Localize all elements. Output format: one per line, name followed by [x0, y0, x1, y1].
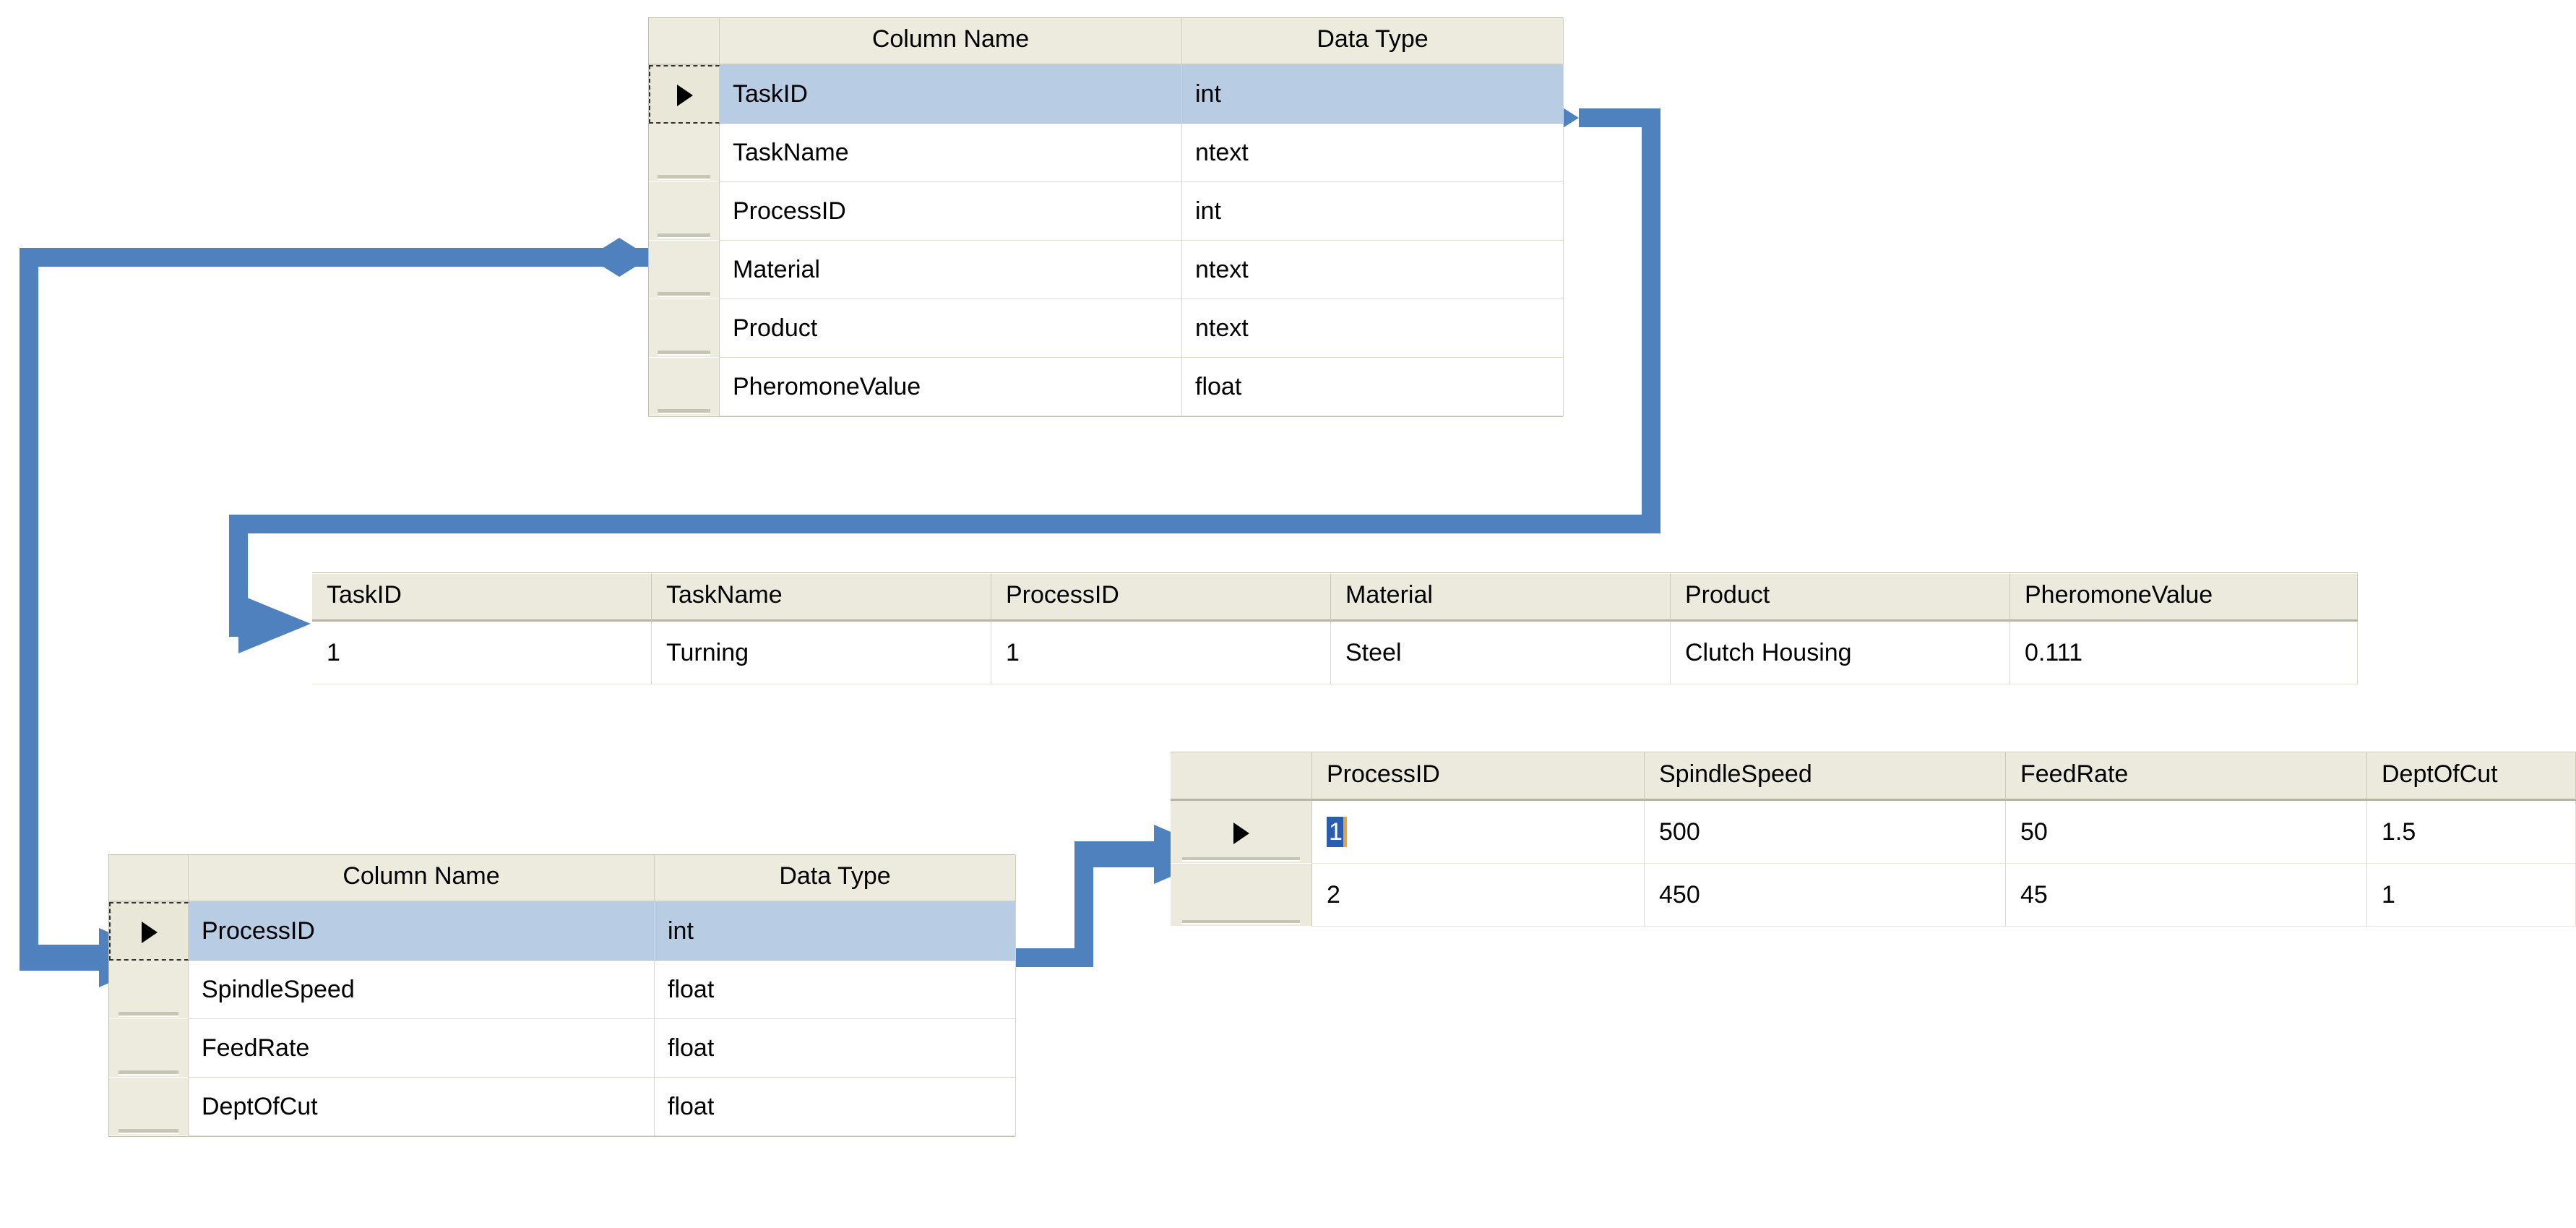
data-type-cell[interactable]: ntext [1182, 124, 1564, 182]
row-indicator-cell[interactable] [1171, 864, 1312, 927]
data-type-cell[interactable]: int [655, 902, 1016, 961]
row-indicator-cell[interactable] [109, 961, 189, 1019]
data-type-cell[interactable]: int [1182, 65, 1564, 124]
process-datagrid-header-spindlespeed[interactable]: SpindleSpeed [1645, 752, 2006, 801]
column-name-cell[interactable]: ProcessID [189, 902, 655, 961]
task-data-grid[interactable]: TaskID TaskName ProcessID Material Produ… [312, 572, 2358, 684]
cell-taskname[interactable]: Turning [652, 622, 991, 684]
row-indicator-cell[interactable] [649, 299, 720, 358]
cell-processid[interactable]: 1 [991, 622, 1331, 684]
table-row[interactable]: ProcessID int [649, 182, 1564, 241]
cell-product[interactable]: Clutch Housing [1671, 622, 2010, 684]
task-designer-header-row: Column Name Data Type [649, 18, 1564, 65]
process-designer-body: ProcessID int SpindleSpeed float FeedRat… [109, 902, 1016, 1136]
process-designer-column-name-header[interactable]: Column Name [189, 855, 655, 902]
data-type-cell[interactable]: ntext [1182, 241, 1564, 299]
task-datagrid-header-taskname[interactable]: TaskName [652, 573, 991, 622]
column-name-cell[interactable]: Material [720, 241, 1182, 299]
task-designer-data-type-header[interactable]: Data Type [1182, 18, 1564, 65]
task-datagrid-header-material[interactable]: Material [1331, 573, 1671, 622]
data-type-cell[interactable]: float [655, 1019, 1016, 1078]
data-type-cell[interactable]: float [655, 1078, 1016, 1136]
process-datagrid-header-row: ProcessID SpindleSpeed FeedRate DeptOfCu… [1171, 752, 2576, 801]
cell-taskid[interactable]: 1 [312, 622, 652, 684]
process-data-grid[interactable]: ProcessID SpindleSpeed FeedRate DeptOfCu… [1171, 752, 2576, 927]
table-row[interactable]: TaskID int [649, 65, 1564, 124]
table-row[interactable]: SpindleSpeed float [109, 961, 1016, 1019]
row-indicator-icon [1233, 822, 1249, 844]
column-name-cell[interactable]: PheromoneValue [720, 358, 1182, 416]
table-row[interactable]: TaskName ntext [649, 124, 1564, 182]
table-row[interactable]: ProcessID int [109, 902, 1016, 961]
column-name-cell[interactable]: TaskName [720, 124, 1182, 182]
arrow-endpoint-icon [238, 594, 311, 653]
row-indicator-icon [676, 85, 693, 107]
table-row[interactable]: 2 450 45 1 [1171, 864, 2576, 927]
process-designer-table: Column Name Data Type ProcessID int Spin… [109, 855, 1016, 1136]
process-datagrid-header-processid[interactable]: ProcessID [1312, 752, 1645, 801]
cell-processid[interactable]: 2 [1312, 864, 1645, 927]
task-datagrid-header-pheromonevalue[interactable]: PheromoneValue [2010, 573, 2358, 622]
cell-pheromonevalue[interactable]: 0.111 [2010, 622, 2358, 684]
table-row[interactable]: FeedRate float [109, 1019, 1016, 1078]
diamond-endpoint-icon [588, 238, 650, 277]
row-indicator-cell[interactable] [649, 358, 720, 416]
task-datagrid-header-processid[interactable]: ProcessID [991, 573, 1331, 622]
data-type-cell[interactable]: int [1182, 182, 1564, 241]
column-name-cell[interactable]: DeptOfCut [189, 1078, 655, 1136]
task-designer-table: Column Name Data Type TaskID int TaskNam… [649, 18, 1564, 416]
cell-deptofcut[interactable]: 1 [2367, 864, 2576, 927]
task-designer-body: TaskID int TaskName ntext ProcessID int … [649, 65, 1564, 416]
table-row[interactable]: PheromoneValue float [649, 358, 1564, 416]
process-column-designer-grid[interactable]: Column Name Data Type ProcessID int Spin… [108, 854, 1016, 1137]
process-datagrid-header-deptofcut[interactable]: DeptOfCut [2367, 752, 2576, 801]
task-datagrid-header-taskid[interactable]: TaskID [312, 573, 652, 622]
cell-feedrate[interactable]: 50 [2006, 801, 2367, 864]
data-type-cell[interactable]: float [1182, 358, 1564, 416]
cell-deptofcut[interactable]: 1.5 [2367, 801, 2576, 864]
task-designer-column-name-header[interactable]: Column Name [720, 18, 1182, 65]
table-row[interactable]: 1 Turning 1 Steel Clutch Housing 0.111 [312, 622, 2358, 684]
cell-feedrate[interactable]: 45 [2006, 864, 2367, 927]
process-datagrid-gutter-header [1171, 752, 1312, 801]
task-datagrid-table: TaskID TaskName ProcessID Material Produ… [312, 573, 2358, 684]
table-row[interactable]: Product ntext [649, 299, 1564, 358]
data-type-cell[interactable]: ntext [1182, 299, 1564, 358]
task-designer-gutter-header [649, 18, 720, 65]
task-datagrid-header-product[interactable]: Product [1671, 573, 2010, 622]
row-indicator-cell[interactable] [649, 182, 720, 241]
task-column-designer-grid[interactable]: Column Name Data Type TaskID int TaskNam… [648, 17, 1564, 417]
process-designer-header-row: Column Name Data Type [109, 855, 1016, 902]
row-indicator-cell[interactable] [1171, 801, 1312, 864]
process-designer-data-type-header[interactable]: Data Type [655, 855, 1016, 902]
row-indicator-icon [141, 922, 158, 944]
column-name-cell[interactable]: FeedRate [189, 1019, 655, 1078]
task-datagrid-body: 1 Turning 1 Steel Clutch Housing 0.111 [312, 622, 2358, 684]
table-row[interactable]: 1 500 50 1.5 [1171, 801, 2576, 864]
table-row[interactable]: DeptOfCut float [109, 1078, 1016, 1136]
process-datagrid-table: ProcessID SpindleSpeed FeedRate DeptOfCu… [1171, 752, 2576, 927]
cell-processid[interactable]: 1 [1312, 801, 1645, 864]
process-datagrid-header-feedrate[interactable]: FeedRate [2006, 752, 2367, 801]
row-indicator-cell[interactable] [109, 1019, 189, 1078]
process-datagrid-body: 1 500 50 1.5 2 450 45 1 [1171, 801, 2576, 927]
row-indicator-cell[interactable] [109, 902, 189, 961]
cell-spindlespeed[interactable]: 500 [1645, 801, 2006, 864]
column-name-cell[interactable]: SpindleSpeed [189, 961, 655, 1019]
column-name-cell[interactable]: ProcessID [720, 182, 1182, 241]
table-row[interactable]: Material ntext [649, 241, 1564, 299]
task-datagrid-header-row: TaskID TaskName ProcessID Material Produ… [312, 573, 2358, 622]
column-name-cell[interactable]: TaskID [720, 65, 1182, 124]
selected-cell-text[interactable]: 1 [1327, 816, 1347, 847]
row-indicator-cell[interactable] [649, 241, 720, 299]
row-indicator-cell[interactable] [649, 65, 720, 124]
row-indicator-cell[interactable] [649, 124, 720, 182]
cell-spindlespeed[interactable]: 450 [1645, 864, 2006, 927]
column-name-cell[interactable]: Product [720, 299, 1182, 358]
row-indicator-cell[interactable] [109, 1078, 189, 1136]
cell-material[interactable]: Steel [1331, 622, 1671, 684]
data-type-cell[interactable]: float [655, 961, 1016, 1019]
process-designer-gutter-header [109, 855, 189, 902]
